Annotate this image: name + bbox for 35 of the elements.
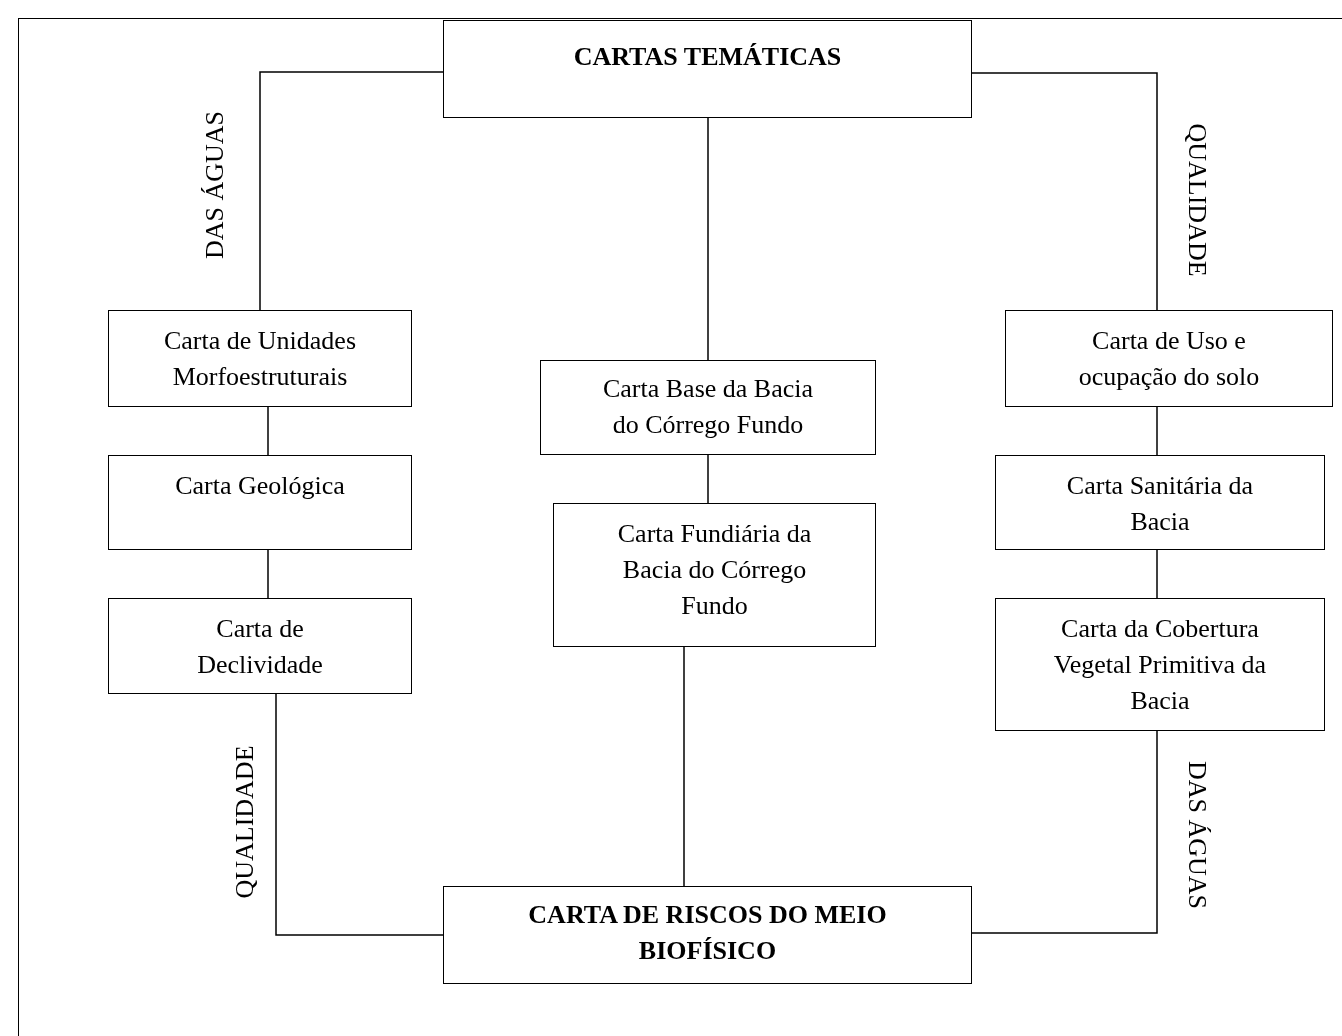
connector-line bbox=[683, 646, 685, 887]
connector-line bbox=[267, 406, 269, 456]
edge-label: DAS ÁGUAS bbox=[1182, 760, 1212, 910]
connector-line bbox=[275, 693, 444, 936]
process-box bbox=[1005, 310, 1333, 407]
box-text: Carta de Uso e ocupação do solo bbox=[1077, 325, 1261, 393]
process-box bbox=[443, 20, 972, 118]
edge-label: QUALIDADE bbox=[1182, 123, 1212, 277]
process-box bbox=[108, 310, 412, 407]
edge-label: DAS ÁGUAS bbox=[200, 110, 230, 260]
box-text: Carta Fundiária da Bacia do Córrego Fundo bbox=[616, 518, 813, 622]
edge-label: QUALIDADE bbox=[230, 745, 260, 899]
connector-line bbox=[267, 549, 269, 599]
connector-line bbox=[707, 117, 709, 361]
process-box bbox=[995, 598, 1325, 731]
connector-line bbox=[1156, 549, 1158, 599]
process-box bbox=[108, 598, 412, 694]
connector-line bbox=[971, 730, 1158, 934]
process-box bbox=[540, 360, 876, 455]
box-text: CARTAS TEMÁTICAS bbox=[573, 41, 842, 73]
process-box bbox=[443, 886, 972, 984]
process-box bbox=[995, 455, 1325, 550]
box-text: Carta de Declividade bbox=[196, 613, 324, 681]
connector-line bbox=[259, 71, 444, 311]
connector-line bbox=[971, 72, 1158, 311]
box-text: Carta Sanitária da Bacia bbox=[1065, 470, 1255, 538]
box-text: Carta de Unidades Morfoestruturais bbox=[162, 325, 357, 393]
box-text: Carta Base da Bacia do Córrego Fundo bbox=[601, 373, 815, 441]
process-box bbox=[553, 503, 876, 647]
connector-line bbox=[1156, 406, 1158, 456]
process-box bbox=[108, 455, 412, 550]
box-text: CARTA DE RISCOS DO MEIO BIOFÍSICO bbox=[527, 899, 888, 967]
box-text: Carta Geológica bbox=[175, 470, 345, 502]
connector-line bbox=[707, 454, 709, 504]
box-text: Carta da Cobertura Vegetal Primitiva da Bacia bbox=[1052, 613, 1268, 717]
